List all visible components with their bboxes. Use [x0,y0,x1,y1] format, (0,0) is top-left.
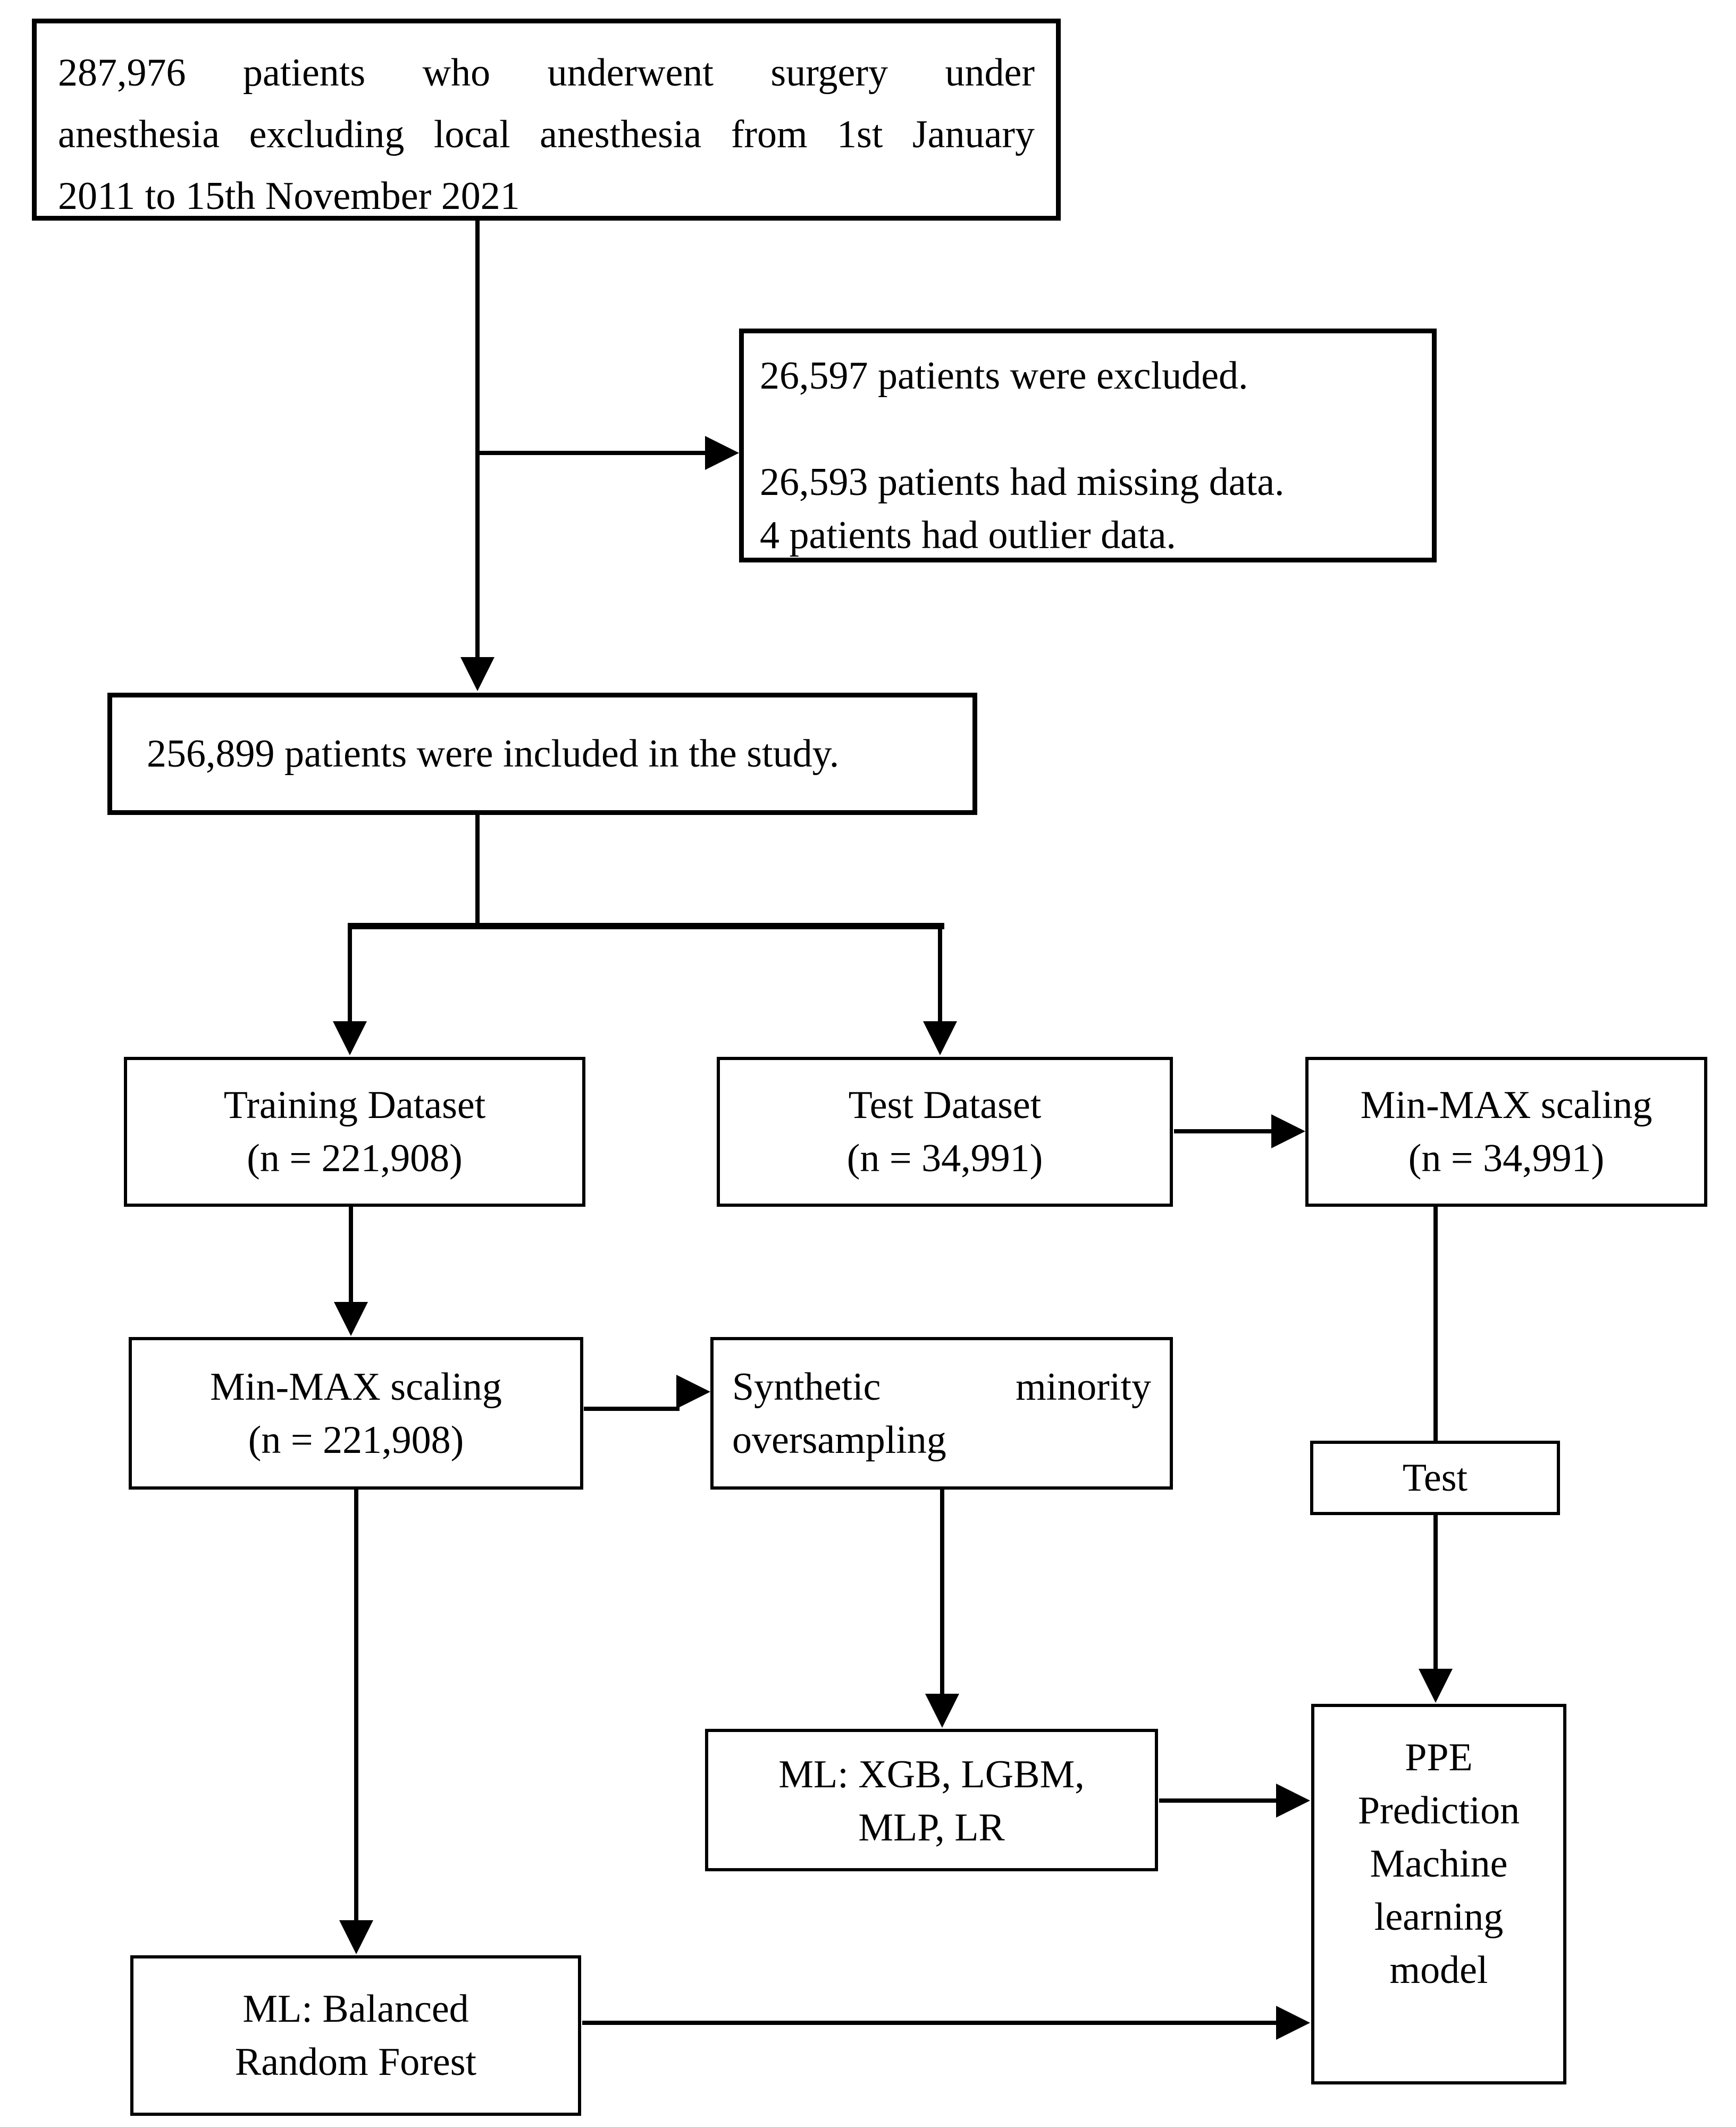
arrowhead-into-mlmodels [925,1694,959,1728]
fork-drop-left-line [348,927,352,1025]
ppe-line-5: model [1389,1948,1488,1992]
training-dataset-label: Training Dataset [223,1083,486,1127]
fork-drop-right-line [938,927,942,1025]
smote-line-1: Synthetic minority [732,1365,1151,1409]
connector-branch-to-excluded-line [477,451,711,455]
arrowhead-into-minmax-train [334,1302,368,1336]
arrowhead-into-ppe-top [1419,1669,1453,1703]
connector-included-to-fork-line [475,814,480,926]
ppe-line-1: PPE [1405,1736,1473,1779]
initial-cohort-line-2: anesthesia excluding local anesthesia fr… [58,113,1035,156]
minmax-scaling-train-box: Min-MAX scaling (n = 221,908) [129,1337,583,1490]
minmax-test-n: (n = 34,991) [1408,1137,1605,1180]
test-step-box: Test [1310,1441,1560,1515]
initial-cohort-line-1: 287,976 patients who underwent surgery u… [58,51,1035,95]
minmax-test-label: Min-MAX scaling [1360,1083,1653,1127]
excluded-box: 26,597 patients were excluded. 26,593 pa… [739,329,1437,562]
ml-models-box: ML: XGB, LGBM, MLP, LR [705,1729,1158,1871]
arrowhead-into-test-dataset [923,1021,957,1055]
initial-cohort-line-3: 2011 to 15th November 2021 [58,174,520,218]
connector-minmax-to-brf-line [354,1490,358,1923]
minmax-scaling-test-box: Min-MAX scaling (n = 34,991) [1305,1057,1707,1207]
arrowhead-into-smote [676,1375,710,1409]
connector-minmax-to-smote-line [584,1407,680,1411]
ppe-line-4: learning [1374,1895,1504,1939]
ml-models-line-2: MLP, LR [858,1806,1005,1849]
test-dataset-label: Test Dataset [848,1083,1042,1127]
connector-minmax-to-teststep-line [1433,1207,1438,1441]
arrowhead-into-brf [339,1920,373,1954]
fork-horizontal-bar [348,923,944,929]
excluded-outlier-line: 4 patients had outlier data. [760,514,1176,557]
included-box: 256,899 patients were included in the st… [107,693,977,815]
test-step-label: Test [1402,1456,1468,1500]
ml-brf-line-1: ML: Balanced [242,1987,469,2031]
training-dataset-n: (n = 221,908) [247,1137,463,1180]
excluded-total-line: 26,597 patients were excluded. [760,354,1248,398]
test-dataset-box: Test Dataset (n = 34,991) [717,1057,1173,1207]
training-dataset-box: Training Dataset (n = 221,908) [124,1057,585,1207]
ml-brf-box: ML: Balanced Random Forest [130,1955,581,2116]
minmax-train-n: (n = 221,908) [248,1418,464,1462]
connector-initial-to-included-line [475,221,480,659]
connector-smote-to-mlmodels-line [940,1490,944,1697]
included-text: 256,899 patients were included in the st… [147,732,840,776]
connector-mlmodels-to-ppe-line [1159,1798,1279,1803]
connector-training-to-minmax-line [349,1207,353,1305]
connector-brf-to-ppe-line [582,2021,1279,2025]
excluded-missing-line: 26,593 patients had missing data. [760,460,1285,504]
ppe-model-box: PPE Prediction Machine learning model [1311,1704,1566,2084]
initial-cohort-box: 287,976 patients who underwent surgery u… [32,19,1061,221]
smote-box: Synthetic minority oversampling [710,1337,1173,1490]
connector-teststep-to-ppe-line [1433,1515,1438,1672]
arrowhead-into-ppe-upper-left [1276,1784,1310,1818]
connector-testdataset-to-minmax-line [1174,1129,1275,1133]
test-dataset-n: (n = 34,991) [846,1137,1043,1180]
ml-brf-line-2: Random Forest [234,2040,477,2084]
minmax-train-label: Min-MAX scaling [210,1365,502,1409]
arrowhead-into-training [333,1021,367,1055]
arrowhead-into-included [460,657,494,691]
ppe-line-3: Machine [1370,1842,1508,1886]
smote-line-2: oversampling [732,1418,946,1462]
ppe-line-2: Prediction [1357,1789,1520,1832]
arrowhead-into-excluded [705,436,739,470]
ml-models-line-1: ML: XGB, LGBM, [778,1753,1085,1796]
arrowhead-into-minmax-test [1271,1114,1305,1148]
arrowhead-into-ppe-lower-left [1276,2006,1310,2040]
